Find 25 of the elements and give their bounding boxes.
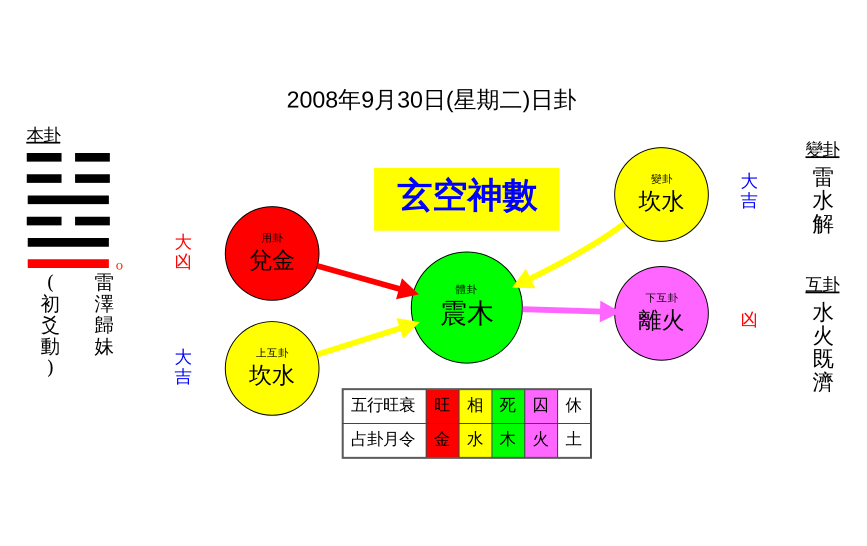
label: 本卦 <box>26 125 60 146</box>
label: 休 <box>565 395 582 414</box>
label: 金 <box>434 428 450 448</box>
node-label: 大吉 <box>174 348 192 387</box>
label: 木 <box>500 428 516 448</box>
node-label: 凶 <box>740 310 758 330</box>
label: 囚 <box>532 395 549 414</box>
label: 火 <box>532 428 549 448</box>
node-label: 大凶 <box>174 232 192 272</box>
label: 土 <box>565 428 582 448</box>
label: 旺 <box>434 395 450 414</box>
label: 雷澤歸妹 <box>94 270 114 358</box>
label: 變卦 <box>805 140 840 160</box>
label: 死 <box>500 395 516 414</box>
label: 互卦 <box>805 275 840 296</box>
label: 相 <box>466 395 483 414</box>
label: o <box>116 256 124 272</box>
label: 占卦月令 <box>350 428 415 448</box>
label: 雷水解 <box>812 164 834 236</box>
diagram-title: 2008年9月30日(星期二)日卦 <box>286 86 576 112</box>
label: (初爻動) <box>40 270 60 379</box>
label: 水 <box>466 428 483 448</box>
label: 水火既濟 <box>812 300 834 395</box>
label: 五行旺衰 <box>350 395 415 414</box>
node-label: 大吉 <box>740 172 758 211</box>
